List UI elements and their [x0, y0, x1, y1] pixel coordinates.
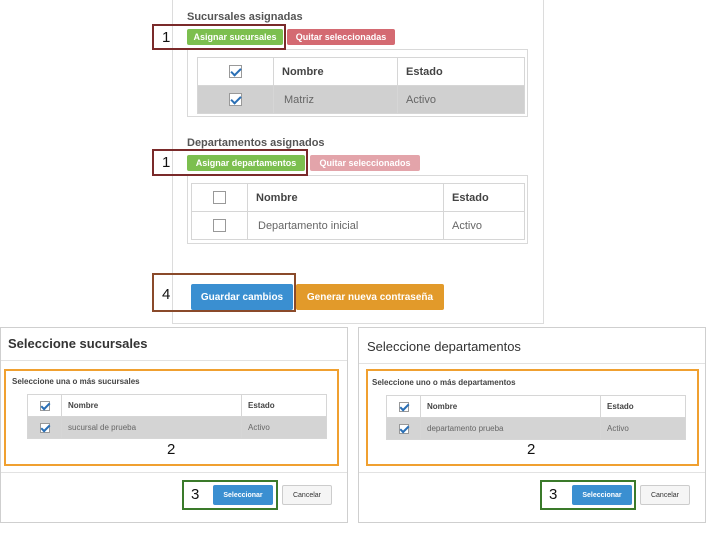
- table-header-row: Nombre Estado: [197, 57, 525, 86]
- modal-departamentos-table: Nombre Estado departamento prueba Activo: [386, 395, 686, 440]
- row-checkbox[interactable]: [39, 422, 50, 433]
- row-nombre: departamento prueba: [420, 417, 601, 440]
- modal-departamentos-title: Seleccione departamentos: [367, 339, 521, 354]
- row-checkbox-cell[interactable]: [197, 85, 274, 114]
- select-all-checkbox[interactable]: [229, 65, 242, 78]
- annotation-box-3b: [540, 480, 636, 510]
- column-header-nombre[interactable]: Nombre: [247, 183, 444, 212]
- annotation-number-3b: 3: [549, 486, 558, 503]
- select-all-cell[interactable]: [386, 395, 421, 418]
- row-checkbox-cell[interactable]: [27, 416, 62, 439]
- annotation-box-2b: [366, 369, 699, 466]
- row-checkbox[interactable]: [213, 219, 226, 232]
- annotation-box-2a: [4, 369, 339, 466]
- modal-departamentos-cancel-button[interactable]: Cancelar: [640, 485, 690, 505]
- modal-footer-divider: [359, 472, 705, 473]
- row-nombre: Departamento inicial: [247, 211, 444, 240]
- modal-sucursales-subtitle: Seleccione una o más sucursales: [12, 377, 140, 386]
- annotation-number-3a: 3: [191, 486, 200, 503]
- remove-sucursales-button[interactable]: Quitar seleccionadas: [287, 29, 395, 45]
- row-estado: Activo: [443, 211, 525, 240]
- generate-password-button[interactable]: Generar nueva contraseña: [296, 284, 444, 310]
- modal-sucursales-cancel-button[interactable]: Cancelar: [282, 485, 332, 505]
- column-header-nombre[interactable]: Nombre: [420, 395, 601, 418]
- column-header-estado[interactable]: Estado: [397, 57, 525, 86]
- select-all-checkbox[interactable]: [39, 400, 50, 411]
- row-checkbox-cell[interactable]: [191, 211, 248, 240]
- departamentos-table: Nombre Estado Departamento inicial Activ…: [191, 183, 525, 240]
- table-header-row: Nombre Estado: [191, 183, 525, 212]
- table-header-row: Nombre Estado: [386, 395, 686, 418]
- column-header-estado[interactable]: Estado: [600, 395, 686, 418]
- annotation-box-1a: [152, 24, 286, 50]
- select-all-cell[interactable]: [27, 394, 62, 417]
- row-estado: Activo: [241, 416, 327, 439]
- select-all-cell[interactable]: [191, 183, 248, 212]
- table-header-row: Nombre Estado: [27, 394, 327, 417]
- modal-departamentos-select-button[interactable]: Seleccionar: [572, 485, 632, 505]
- annotation-number-2a: 2: [167, 441, 176, 458]
- annotation-box-4: [152, 273, 296, 312]
- table-row[interactable]: Matriz Activo: [197, 85, 525, 114]
- annotation-number-4: 4: [162, 286, 171, 303]
- modal-sucursales-title: Seleccione sucursales: [8, 336, 148, 351]
- departamentos-section-title: Departamentos asignados: [187, 137, 325, 149]
- modal-sucursales-table: Nombre Estado sucursal de prueba Activo: [27, 394, 327, 439]
- column-header-estado[interactable]: Estado: [241, 394, 327, 417]
- row-estado: Activo: [397, 85, 525, 114]
- table-row[interactable]: departamento prueba Activo: [386, 417, 686, 440]
- annotation-number-2b: 2: [527, 441, 536, 458]
- assign-departamentos-button[interactable]: Asignar departamentos: [187, 155, 305, 171]
- remove-departamentos-button[interactable]: Quitar seleccionados: [310, 155, 420, 171]
- select-all-cell[interactable]: [197, 57, 274, 86]
- row-checkbox[interactable]: [229, 93, 242, 106]
- annotation-box-1b: [152, 149, 308, 176]
- assign-sucursales-button[interactable]: Asignar sucursales: [187, 29, 283, 45]
- modal-sucursales-select-button[interactable]: Seleccionar: [213, 485, 273, 505]
- save-button[interactable]: Guardar cambios: [191, 284, 293, 310]
- row-nombre: Matriz: [273, 85, 398, 114]
- annotation-number-1a: 1: [162, 29, 171, 46]
- select-all-checkbox[interactable]: [213, 191, 226, 204]
- row-checkbox[interactable]: [398, 423, 409, 434]
- modal-departamentos-subtitle: Seleccione uno o más departamentos: [372, 378, 516, 387]
- annotation-box-3a: [182, 480, 278, 510]
- row-checkbox-cell[interactable]: [386, 417, 421, 440]
- column-header-nombre[interactable]: Nombre: [273, 57, 398, 86]
- modal-footer-divider: [1, 472, 347, 473]
- table-row[interactable]: Departamento inicial Activo: [191, 211, 525, 240]
- sucursales-table: Nombre Estado Matriz Activo: [197, 57, 525, 114]
- modal-divider: [359, 363, 705, 364]
- column-header-estado[interactable]: Estado: [443, 183, 525, 212]
- table-row[interactable]: sucursal de prueba Activo: [27, 416, 327, 439]
- sucursales-section-title: Sucursales asignadas: [187, 11, 303, 23]
- select-all-checkbox[interactable]: [398, 401, 409, 412]
- modal-divider: [1, 360, 347, 361]
- annotation-number-1b: 1: [162, 154, 171, 171]
- row-estado: Activo: [600, 417, 686, 440]
- row-nombre: sucursal de prueba: [61, 416, 242, 439]
